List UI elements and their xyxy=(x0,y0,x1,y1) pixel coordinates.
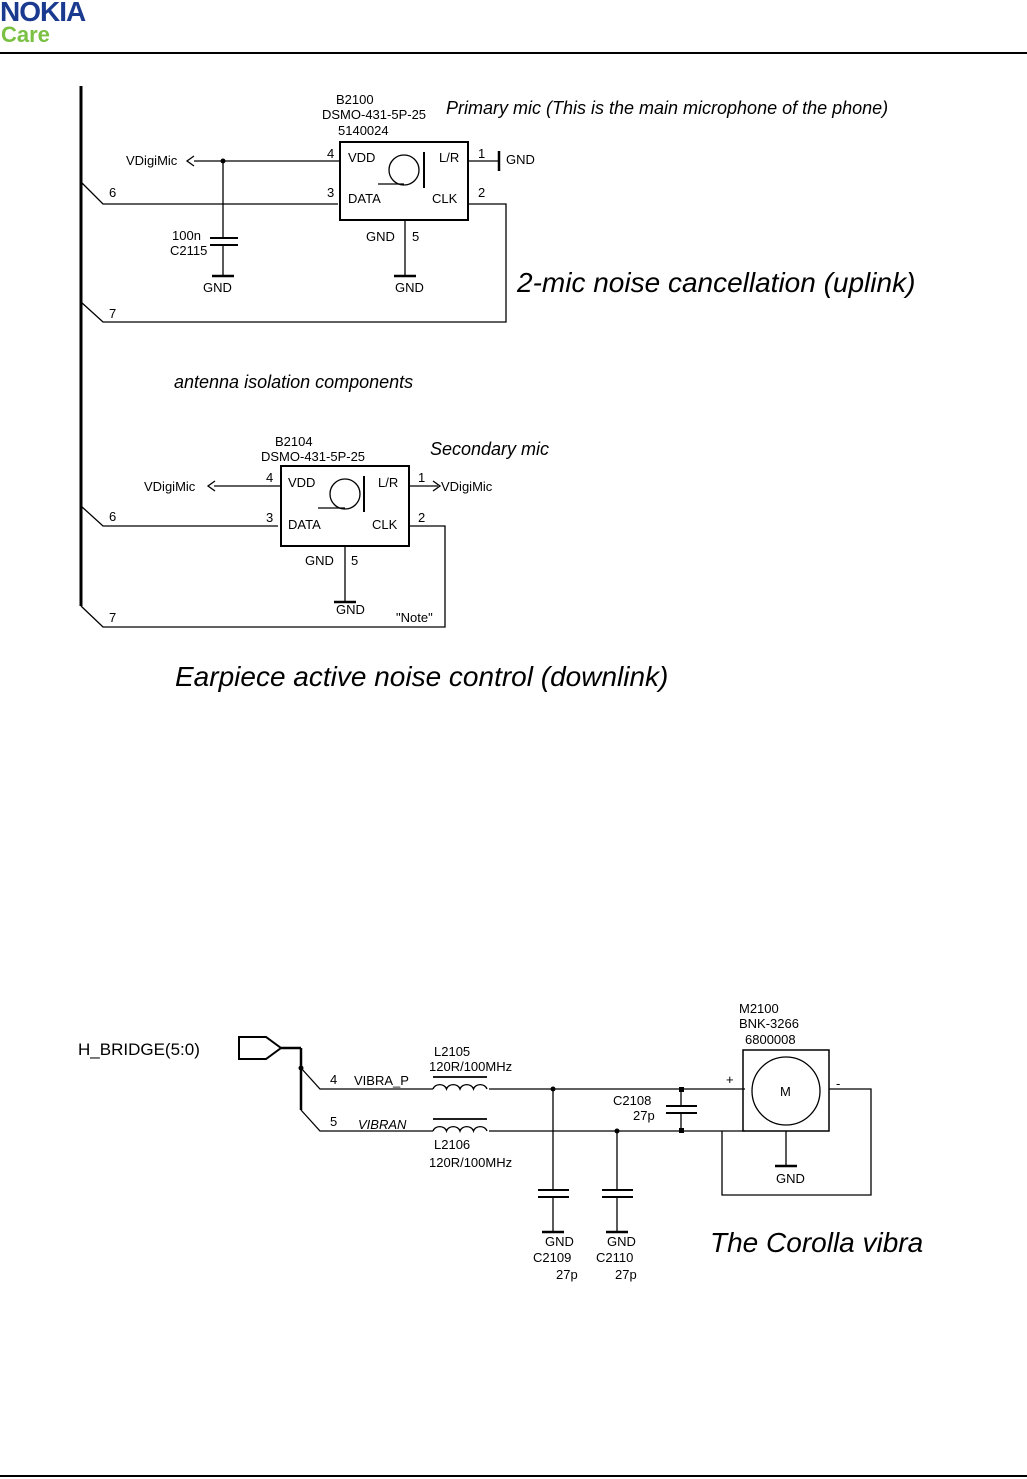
c2109-ref: C2109 xyxy=(533,1250,571,1265)
arrow-left-icon xyxy=(185,155,195,167)
mic1-lr-gnd: GND xyxy=(506,152,535,167)
motor-part: BNK-3266 xyxy=(739,1016,799,1031)
c2115-ref: C2115 xyxy=(170,243,207,258)
mic1-pin4-num: 4 xyxy=(327,146,334,161)
mic1-vdigimic-net: VDigiMic xyxy=(126,153,178,168)
motor-minus: - xyxy=(836,1076,840,1091)
mic2-pin5-num: 5 xyxy=(351,553,358,568)
motor-symbol-label: M xyxy=(780,1084,791,1099)
mic-schematic: 6 7 6 7 B2100 DSMO-431-5P-25 5140024 Pri… xyxy=(79,86,915,692)
mic1-ref: B2100 xyxy=(336,92,374,107)
secondary-mic-b2104: B2104 DSMO-431-5P-25 Secondary mic VDD D… xyxy=(144,434,549,625)
mic2-vdigimic-left: VDigiMic xyxy=(144,479,196,494)
arrow-left-icon xyxy=(206,480,216,492)
c2110-value: 27p xyxy=(615,1267,637,1282)
c2115-gnd: GND xyxy=(203,280,232,295)
l2106-value: 120R/100MHz xyxy=(429,1155,512,1170)
logo-subbrand-text: Care xyxy=(1,22,50,47)
motor-gnd: GND xyxy=(776,1171,805,1186)
caption-uplink: 2-mic noise cancellation (uplink) xyxy=(516,267,915,298)
mic2-ref: B2104 xyxy=(275,434,313,449)
c2108-value: 27p xyxy=(633,1108,655,1123)
mic1-capsule-symbol xyxy=(388,154,420,186)
mic2-pin-clk: CLK xyxy=(372,517,398,532)
logo-brand-text: NOKIA xyxy=(0,0,86,27)
mic1-pin-gnd: GND xyxy=(366,229,395,244)
mic2-note: "Note" xyxy=(396,610,433,625)
mic2-vdigimic-right: VDigiMic xyxy=(441,479,493,494)
mic1-pin-vdd: VDD xyxy=(348,150,375,165)
mic1-part: DSMO-431-5P-25 xyxy=(322,107,426,122)
bus-pin7-label: 7 xyxy=(109,306,116,321)
c2110-ref: C2110 xyxy=(596,1250,633,1265)
pin4-num: 4 xyxy=(330,1072,337,1087)
caption-vibra: The Corolla vibra xyxy=(710,1227,923,1258)
mic1-description: Primary mic (This is the main microphone… xyxy=(446,98,888,118)
mic2-pin-data: DATA xyxy=(288,517,321,532)
mic1-pin-clk: CLK xyxy=(432,191,458,206)
mic2-pin2-num: 2 xyxy=(418,510,425,525)
motor-code: 6800008 xyxy=(745,1032,796,1047)
mic2-pin-lr: L/R xyxy=(378,475,398,490)
vibra-schematic: H_BRIDGE(5:0) 4 VIBRA_P 5 VIBRAN L2105 1… xyxy=(78,1001,923,1282)
bus-tap-6-secondary xyxy=(80,505,278,527)
mic2-pin3-num: 3 xyxy=(266,510,273,525)
mic1-pin3-num: 3 xyxy=(327,185,334,200)
net-vibra-n: VIBRAN xyxy=(358,1117,407,1132)
mic1-pin5-gnd: GND xyxy=(395,280,424,295)
caption-downlink: Earpiece active noise control (downlink) xyxy=(175,661,668,692)
mic2-gnd: GND xyxy=(336,602,365,617)
mic1-code: 5140024 xyxy=(338,123,389,138)
l2106-ref: L2106 xyxy=(434,1137,470,1152)
bus-pin7-label-secondary: 7 xyxy=(109,610,116,625)
bus-tap-6-primary xyxy=(80,181,338,205)
bus-pin6-label-secondary: 6 xyxy=(109,509,116,524)
l2105-ref: L2105 xyxy=(434,1044,470,1059)
mic1-pin-data: DATA xyxy=(348,191,381,206)
motor-ref: M2100 xyxy=(739,1001,779,1016)
mic1-pin5-num: 5 xyxy=(412,229,419,244)
bus-tap-7-primary xyxy=(80,203,507,323)
l2105-inductor xyxy=(432,1076,489,1092)
mic1-pin1-num: 1 xyxy=(478,146,485,161)
bus-pin6-label: 6 xyxy=(109,185,116,200)
bus-tap-7-secondary xyxy=(80,525,446,628)
c2109-gnd: GND xyxy=(545,1234,574,1249)
arrow-right-icon xyxy=(432,480,442,492)
footer-rule xyxy=(0,1475,1027,1477)
mic2-part: DSMO-431-5P-25 xyxy=(261,449,365,464)
mic2-pin-gnd: GND xyxy=(305,553,334,568)
l2106-inductor xyxy=(432,1118,489,1134)
l2105-value: 120R/100MHz xyxy=(429,1059,512,1074)
header-rule xyxy=(0,52,1027,54)
net-vibra-p: VIBRA_P xyxy=(354,1073,409,1088)
antenna-isolation-note: antenna isolation components xyxy=(174,372,413,392)
c2109-value: 27p xyxy=(556,1267,578,1282)
motor-symbol-icon xyxy=(751,1056,821,1126)
mic2-pin1-num: 1 xyxy=(418,470,425,485)
mic1-pin2-num: 2 xyxy=(478,185,485,200)
mic2-description: Secondary mic xyxy=(430,439,549,459)
c2108-ref: C2108 xyxy=(613,1093,651,1108)
c2115-value: 100n xyxy=(172,228,201,243)
h-bridge-bus-label: H_BRIDGE(5:0) xyxy=(78,1040,200,1059)
pin5-num: 5 xyxy=(330,1114,337,1129)
mic2-pin-vdd: VDD xyxy=(288,475,315,490)
mic1-pin-lr: L/R xyxy=(439,150,459,165)
motor-plus: + xyxy=(726,1072,734,1087)
mic1-body xyxy=(339,141,469,221)
bus-connector-icon xyxy=(238,1036,283,1060)
primary-mic-b2100: B2100 DSMO-431-5P-25 5140024 Primary mic… xyxy=(126,92,888,295)
mic2-capsule-symbol xyxy=(329,478,361,510)
c2110-gnd: GND xyxy=(607,1234,636,1249)
mic2-pin4-num: 4 xyxy=(266,470,273,485)
